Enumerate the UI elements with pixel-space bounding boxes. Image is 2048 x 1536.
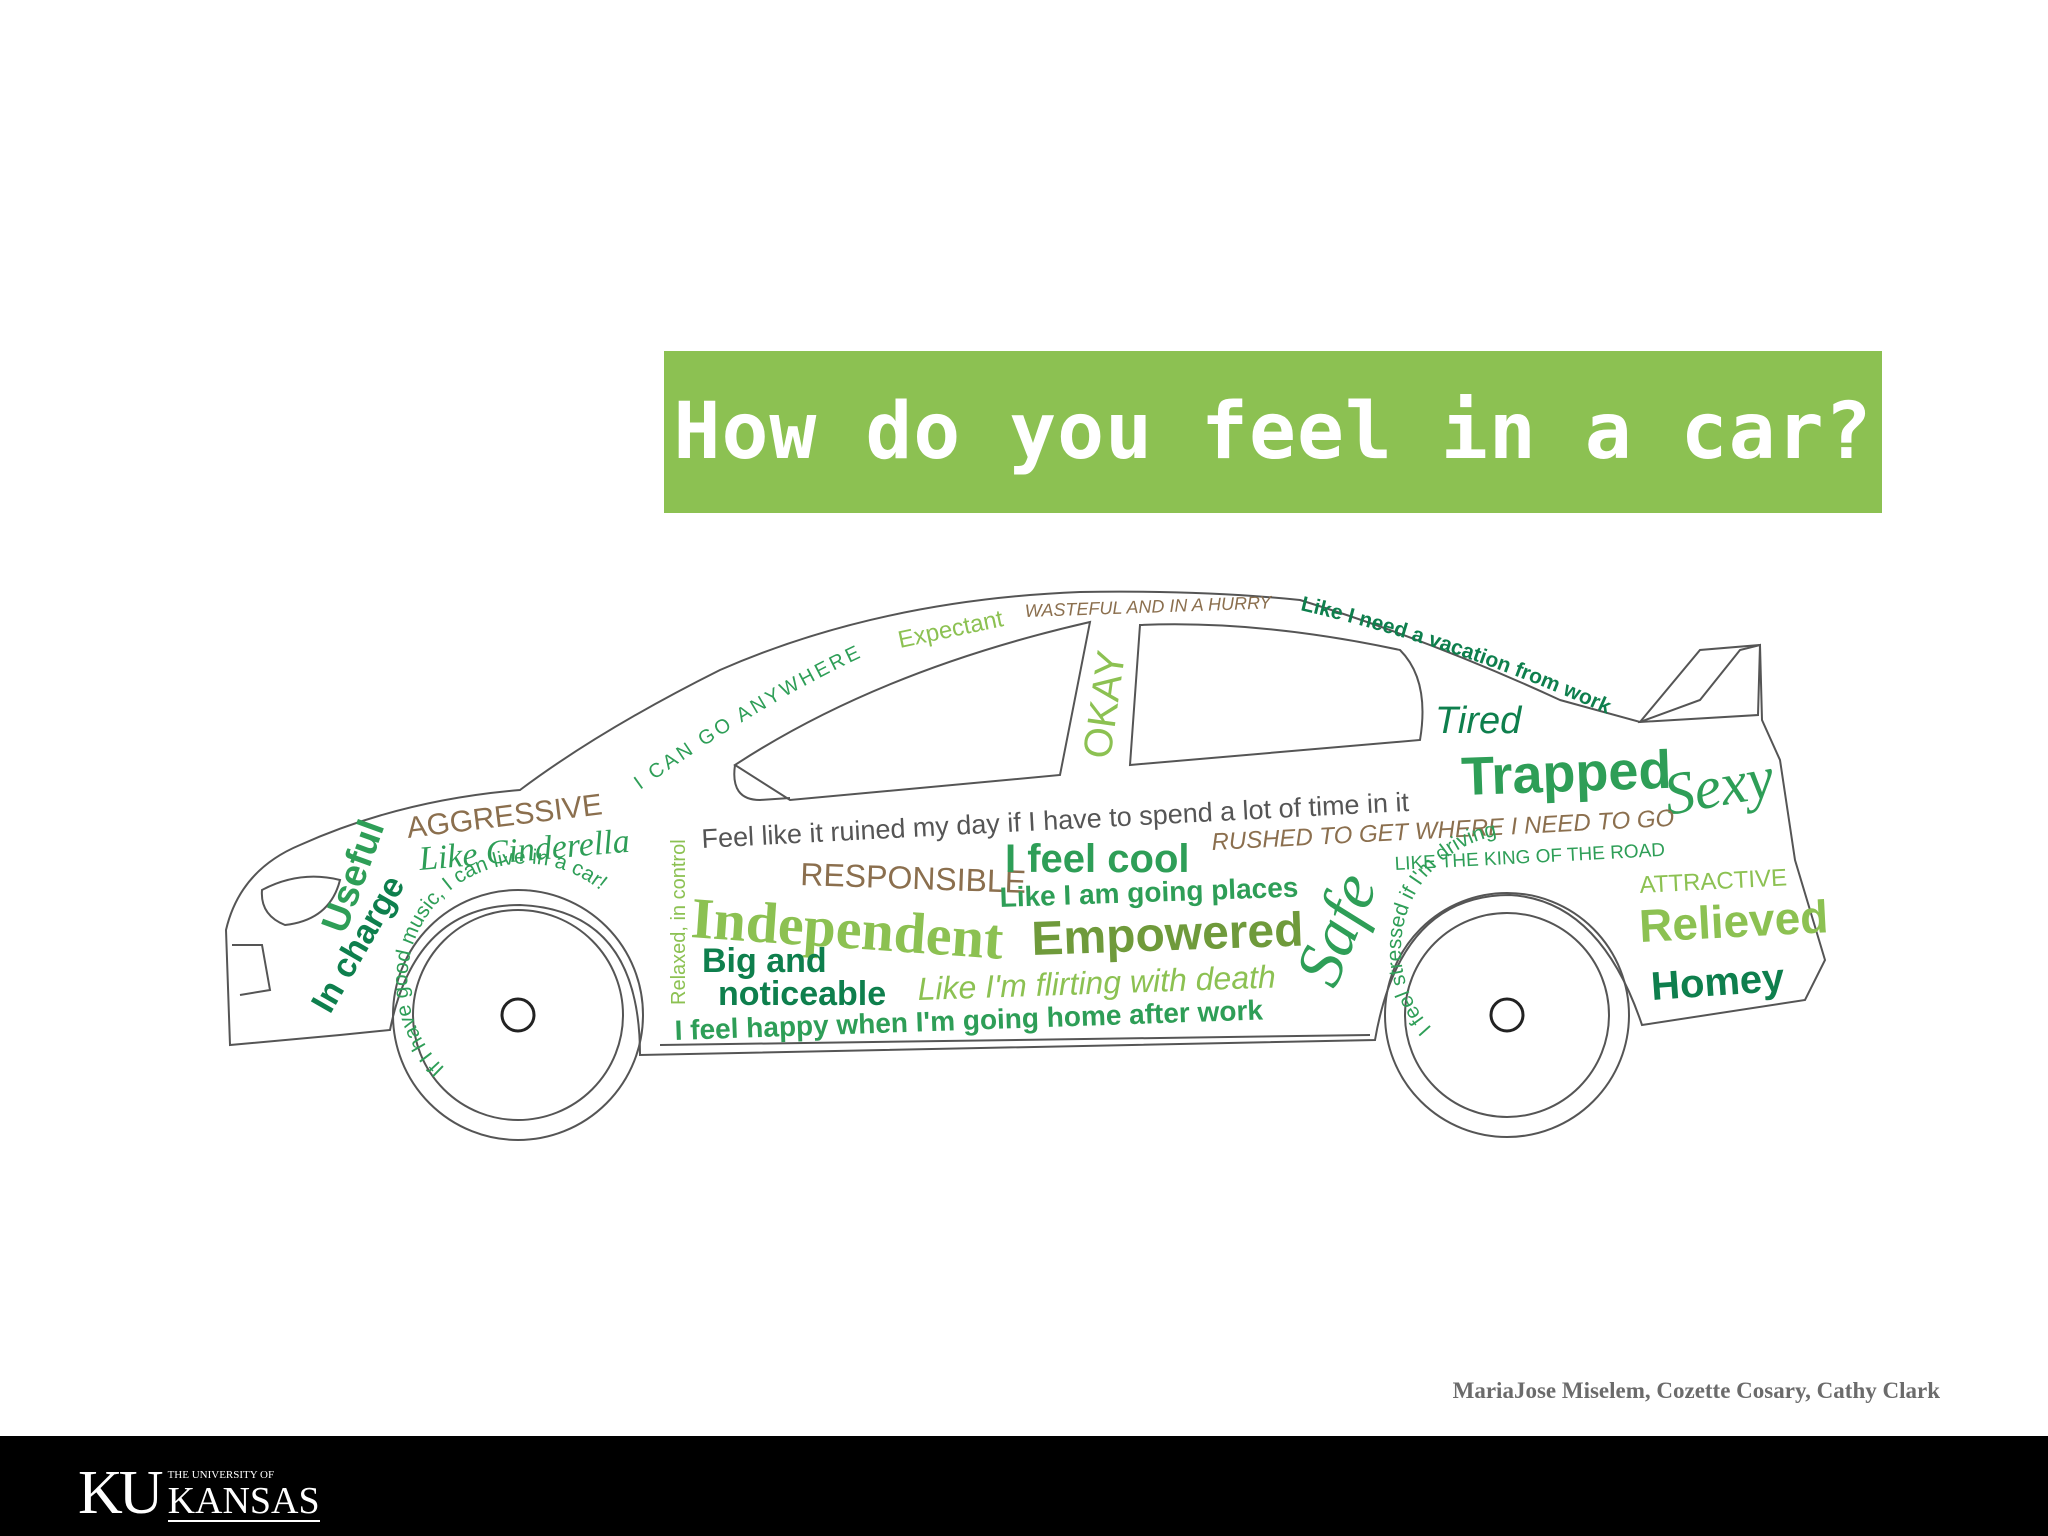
word-empowered: Empowered xyxy=(1031,904,1305,966)
logo-ku: KU xyxy=(78,1459,164,1527)
front-tire xyxy=(392,889,644,1141)
word-responsible: RESPONSIBLE xyxy=(800,856,1027,900)
rear-tire xyxy=(1384,892,1630,1138)
rear-hub xyxy=(1489,997,1525,1033)
word-wasteful: WASTEFUL AND IN A HURRY xyxy=(1024,592,1273,621)
credits: MariaJose Miselem, Cozette Cosary, Cathy… xyxy=(1452,1378,1940,1403)
side-mirror xyxy=(733,764,791,802)
word-homey: Homey xyxy=(1650,956,1787,1009)
front-wheel xyxy=(392,889,644,1141)
word-cool: I feel cool xyxy=(1005,837,1190,881)
word-noticeable: noticeable xyxy=(718,975,886,1013)
word-music: If I have good music, I can live in a ca… xyxy=(389,845,611,1081)
logo-kansas-line: KANSAS xyxy=(167,1480,320,1522)
word-tired: Tired xyxy=(1435,700,1523,742)
word-relaxed: Relaxed, in control xyxy=(668,839,690,1005)
grille xyxy=(232,944,272,996)
title-banner: How do you feel in a car? xyxy=(664,351,1882,513)
word-expectant: Expectant xyxy=(896,605,1006,654)
car-outline xyxy=(224,590,1827,1057)
headlight xyxy=(260,875,342,927)
car-word-cloud: I CAN GO ANYWHERE Expectant WASTEFUL AND… xyxy=(224,590,1830,1141)
footer-bar xyxy=(0,1436,2048,1536)
word-okay: OKAY xyxy=(1075,648,1134,761)
front-hub xyxy=(500,997,536,1033)
lower-sill xyxy=(659,1034,1371,1046)
logo-university-line: THE UNIVERSITY OF xyxy=(167,1469,275,1481)
rear-rim xyxy=(1404,912,1610,1118)
car-spoiler xyxy=(1637,643,1762,724)
window-rear xyxy=(1128,623,1424,767)
university-logo: KU THE UNIVERSITY OF KANSAS xyxy=(78,1459,320,1527)
word-sexy: Sexy xyxy=(1659,744,1779,828)
word-relieved: Relieved xyxy=(1638,890,1830,952)
rear-wheel xyxy=(1384,892,1630,1138)
front-rim xyxy=(412,909,624,1121)
word-i-can-go-anywhere: I CAN GO ANYWHERE xyxy=(630,641,866,794)
logo-wordmark: THE UNIVERSITY OF KANSAS xyxy=(167,1469,320,1522)
word-big-and: Big and xyxy=(702,942,827,980)
slide-title: How do you feel in a car? xyxy=(673,387,1873,477)
window-front xyxy=(733,620,1092,802)
car-body xyxy=(224,590,1827,1057)
word-trapped: Trapped xyxy=(1460,740,1672,807)
